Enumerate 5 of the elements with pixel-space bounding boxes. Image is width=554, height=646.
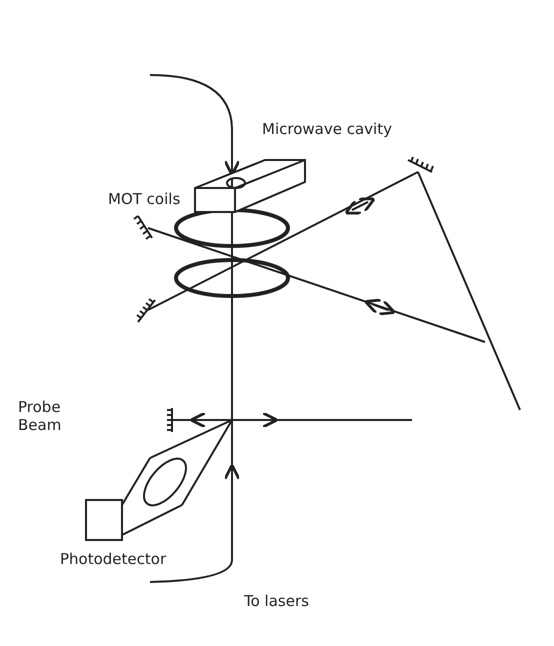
part-label: To lasers [244, 592, 309, 610]
part-label: Microwave cavity [262, 120, 392, 138]
part-label: Probe Beam [18, 398, 62, 434]
part-label: MOT coils [108, 190, 180, 208]
part-label: Photodetector [60, 550, 166, 568]
